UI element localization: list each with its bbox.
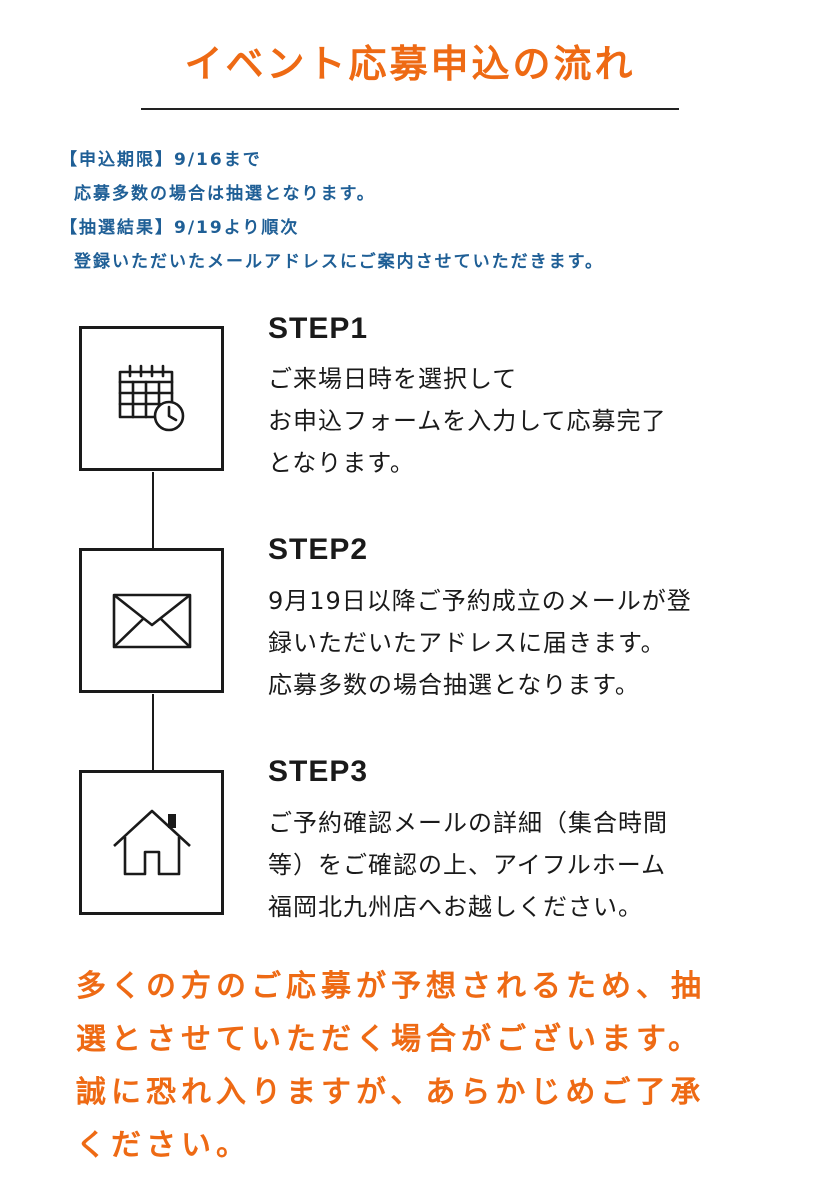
notice-line-4: ください。: [76, 1128, 251, 1163]
deadline-label: 【申込期限】9/16まで: [60, 150, 262, 170]
result-note: 登録いただいたメールアドレスにご案内させていただきます。: [74, 252, 604, 272]
step3-line-2: 等）をご確認の上、アイフルホーム: [268, 851, 667, 879]
step-connector-1-2: [152, 472, 154, 550]
step3-icon-box: [79, 770, 224, 915]
info-block: 【申込期限】9/16まで 応募多数の場合は抽選となります。 【抽選結果】9/19…: [60, 143, 604, 279]
page-title: イベント応募申込の流れ: [184, 42, 636, 86]
title-divider: [141, 108, 679, 110]
step1-description: ご来場日時を選択して お申込フォームを入力して応募完了 となります。: [268, 358, 667, 484]
result-label: 【抽選結果】9/19より順次: [60, 218, 300, 238]
step-connector-2-3: [152, 694, 154, 772]
step3-line-1: ご予約確認メールの詳細（集合時間: [268, 809, 668, 837]
step1-icon-box: [79, 326, 224, 471]
house-icon: [112, 809, 191, 875]
notice-line-1: 多くの方のご応募が予想されるため、抽: [76, 969, 706, 1004]
notice-line-3: 誠に恐れ入りますが、あらかじめご了承: [76, 1075, 706, 1110]
envelope-icon: [112, 593, 191, 648]
calendar-clock-icon: [118, 364, 184, 431]
step3-description: ご予約確認メールの詳細（集合時間 等）をご確認の上、アイフルホーム 福岡北九州店…: [268, 802, 668, 928]
lottery-notice: 多くの方のご応募が予想されるため、抽 選とさせていただく場合がございます。 誠に…: [76, 960, 706, 1172]
step2-line-3: 応募多数の場合抽選となります。: [268, 671, 640, 699]
step2-description: 9月19日以降ご予約成立のメールが登 録いただいたアドレスに届きます。 応募多数…: [268, 580, 692, 706]
step1-line-2: お申込フォームを入力して応募完了: [268, 407, 667, 435]
notice-line-2: 選とさせていただく場合がございます。: [76, 1022, 703, 1057]
step1-line-3: となります。: [268, 449, 415, 477]
step1-line-1: ご来場日時を選択して: [268, 365, 518, 393]
step2-title: STEP2: [268, 533, 369, 566]
step2-line-2: 録いただいたアドレスに届きます。: [268, 629, 666, 657]
step1-title: STEP1: [268, 312, 369, 345]
step3-line-3: 福岡北九州店へお越しください。: [268, 893, 643, 921]
step2-icon-box: [79, 548, 224, 693]
step2-line-1: 9月19日以降ご予約成立のメールが登: [268, 587, 692, 615]
step3-title: STEP3: [268, 755, 369, 788]
deadline-note: 応募多数の場合は抽選となります。: [74, 184, 376, 204]
